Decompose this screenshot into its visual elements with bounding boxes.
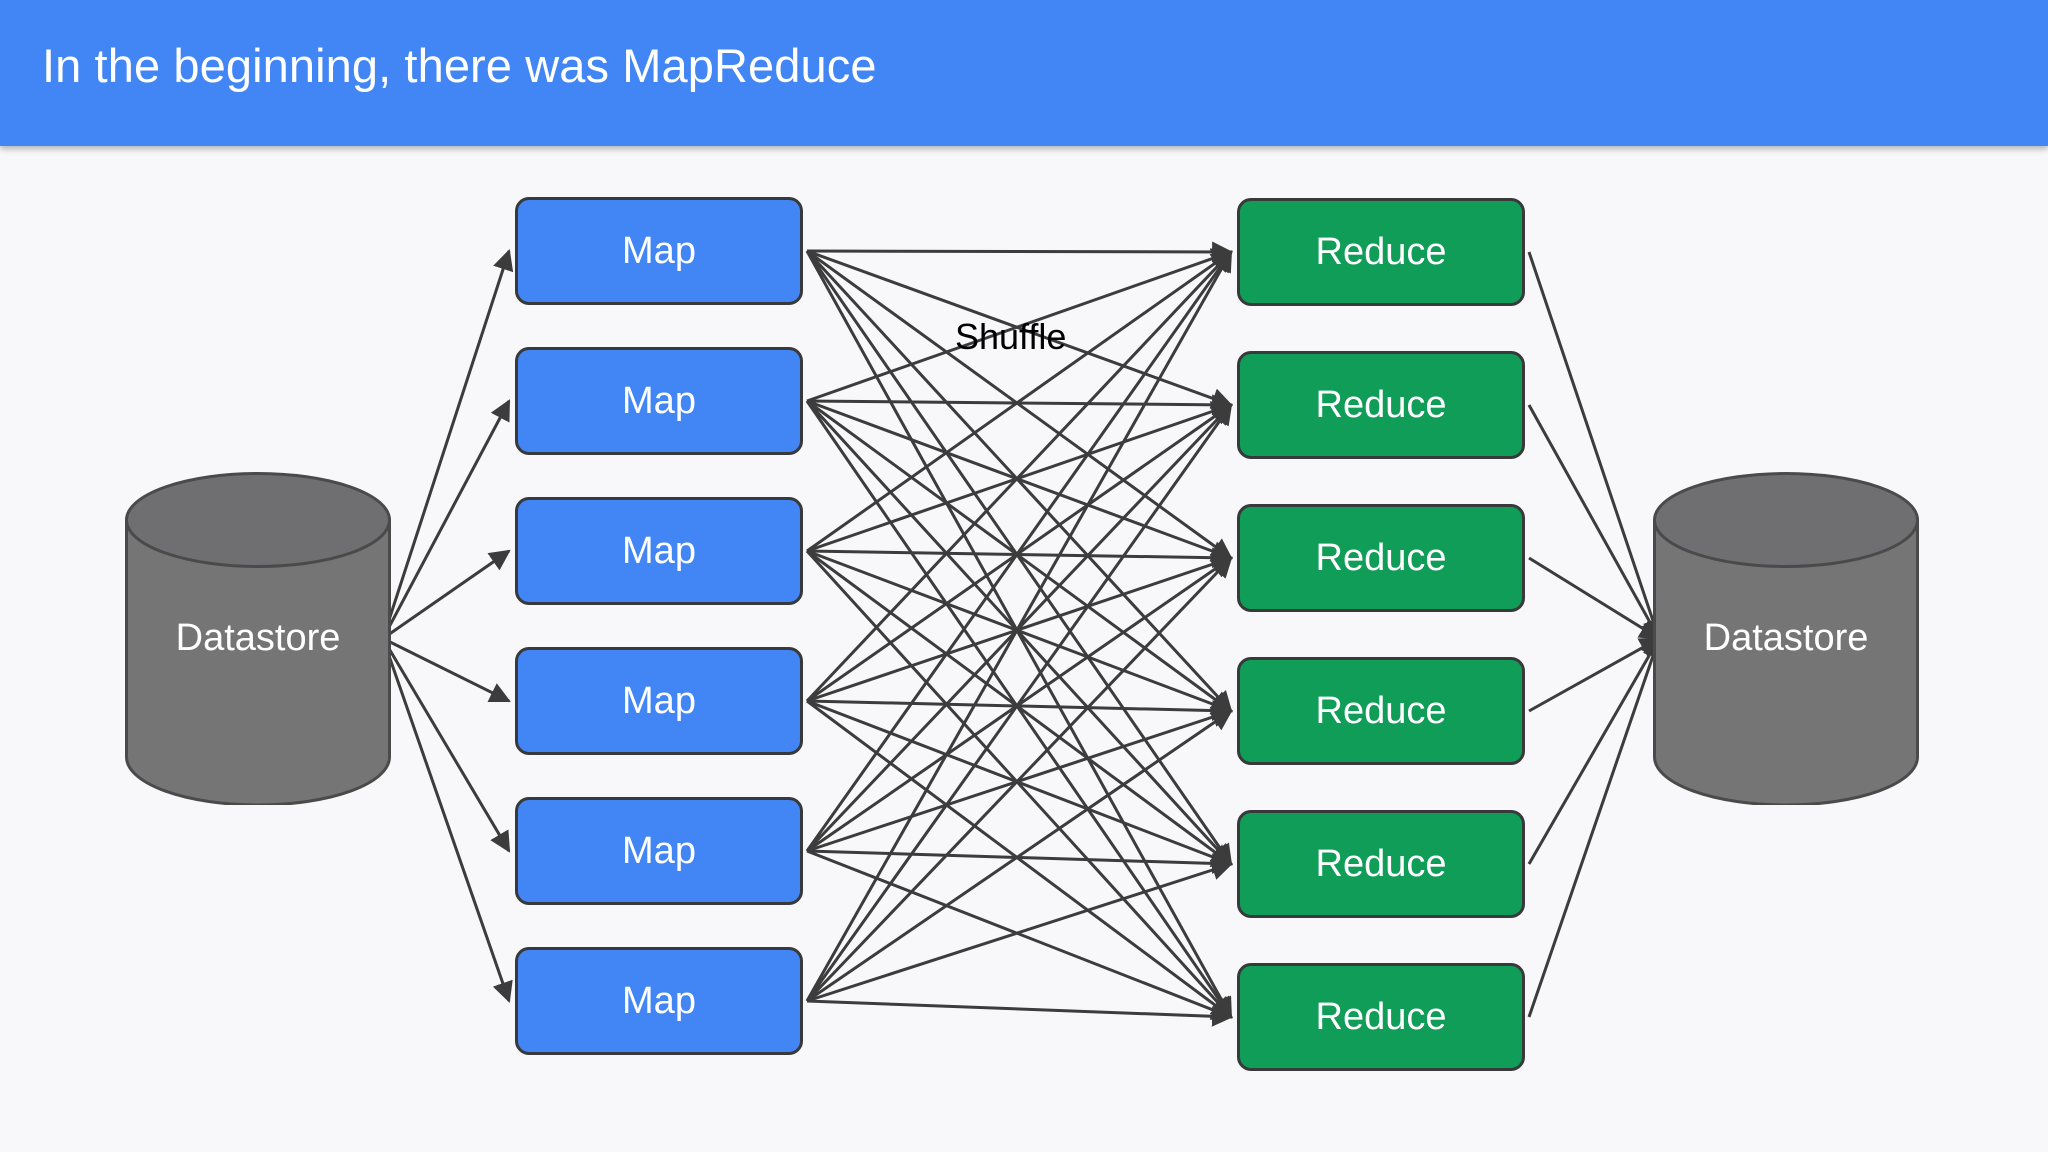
edge [806, 241, 1234, 263]
edges-datastore-to-map [381, 249, 514, 1003]
edge [806, 849, 1233, 1020]
edge [806, 249, 1233, 560]
reduce-node-label: Reduce [1315, 689, 1447, 732]
edge [1527, 251, 1663, 641]
edge [806, 547, 1234, 569]
edge [806, 549, 1233, 715]
slide-header-bar: In the beginning, there was MapReduce [0, 0, 2048, 146]
reduce-node-1[interactable]: Reduce [1237, 198, 1525, 306]
edge [806, 554, 1233, 703]
edge [805, 549, 1233, 1019]
edge [806, 699, 1233, 1019]
edge [382, 637, 511, 703]
map-node-2[interactable]: Map [515, 347, 803, 455]
edge [381, 638, 513, 1003]
edge [806, 399, 1233, 713]
edge [806, 699, 1233, 868]
edge [806, 709, 1233, 1003]
map-node-label: Map [622, 229, 696, 272]
reduce-node-label: Reduce [1315, 842, 1447, 885]
edges-shuffle [805, 241, 1234, 1027]
edge [381, 637, 511, 853]
map-node-5[interactable]: Map [515, 797, 803, 905]
edge [806, 699, 1234, 722]
map-node-label: Map [622, 679, 696, 722]
edge [805, 556, 1233, 1003]
reduce-node-3[interactable]: Reduce [1237, 504, 1525, 612]
edges-reduce-to-datastore [1527, 251, 1663, 1018]
reduce-node-5[interactable]: Reduce [1237, 810, 1525, 918]
edge [806, 849, 1234, 874]
cylinder-shape-icon [125, 472, 391, 805]
edge [805, 403, 1233, 1002]
map-node-label: Map [622, 829, 696, 872]
edge [1527, 636, 1663, 1018]
reduce-node-4[interactable]: Reduce [1237, 657, 1525, 765]
edge [806, 556, 1233, 853]
map-node-1[interactable]: Map [515, 197, 803, 305]
map-node-4[interactable]: Map [515, 647, 803, 755]
edge [381, 249, 514, 639]
map-node-3[interactable]: Map [515, 497, 803, 605]
datastore-input[interactable]: Datastore [125, 472, 391, 805]
edge [806, 706, 1233, 853]
reduce-node-6[interactable]: Reduce [1237, 963, 1525, 1071]
edge [805, 250, 1233, 1002]
reduce-node-label: Reduce [1315, 536, 1447, 579]
page-title: In the beginning, there was MapReduce [42, 39, 877, 92]
edge [806, 399, 1233, 562]
map-node-label: Map [622, 379, 696, 422]
edge [805, 400, 1233, 1019]
edge [806, 401, 1233, 553]
datastore-output[interactable]: Datastore [1653, 472, 1919, 805]
edge [805, 399, 1233, 866]
edge [1527, 636, 1661, 865]
edge [806, 250, 1233, 553]
map-node-label: Map [622, 529, 696, 572]
reduce-node-label: Reduce [1315, 230, 1447, 273]
edge [805, 250, 1233, 1019]
edge [805, 403, 1233, 853]
map-node-6[interactable]: Map [515, 947, 803, 1055]
reduce-node-label: Reduce [1315, 383, 1447, 426]
edge [806, 403, 1233, 703]
edge [1528, 637, 1661, 713]
reduce-node-2[interactable]: Reduce [1237, 351, 1525, 459]
cylinder-shape-icon [1653, 472, 1919, 805]
edge [1527, 404, 1661, 641]
edge [1528, 556, 1661, 640]
reduce-node-label: Reduce [1315, 995, 1447, 1038]
edge [381, 399, 511, 640]
edge [382, 549, 511, 640]
shuffle-label: Shuffle [955, 316, 1067, 357]
edge [806, 394, 1234, 416]
edge [806, 549, 1233, 866]
edge [806, 859, 1233, 1003]
map-node-label: Map [622, 979, 696, 1022]
edge [806, 999, 1234, 1027]
